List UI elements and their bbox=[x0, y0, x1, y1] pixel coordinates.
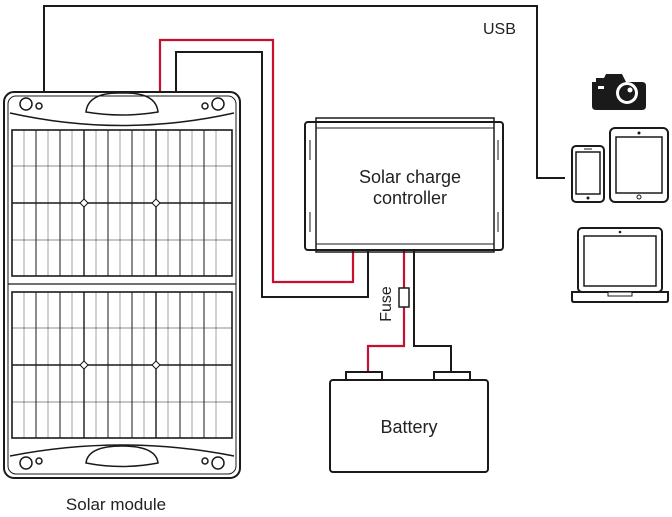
charge-controller bbox=[304, 117, 504, 253]
usb-label: USB bbox=[483, 21, 516, 38]
battery-body bbox=[329, 379, 489, 473]
controller-label-line2: controller bbox=[373, 188, 447, 208]
controller-body bbox=[304, 121, 504, 251]
battery-negative-terminal bbox=[433, 371, 471, 380]
panel-negative-wire bbox=[175, 51, 369, 298]
upper-solar-panel bbox=[11, 129, 233, 277]
battery-negative-wire bbox=[413, 251, 452, 373]
wiring bbox=[43, 5, 565, 374]
panel-positive-wire bbox=[158, 38, 355, 284]
battery-positive-terminal bbox=[345, 371, 383, 380]
laptop-icon bbox=[571, 227, 669, 303]
solar-module-label: Solar module bbox=[66, 495, 166, 514]
solar-module-frame bbox=[3, 91, 241, 479]
lower-solar-panel bbox=[11, 291, 233, 439]
battery-positive-wire-lower bbox=[366, 305, 406, 374]
usb-cable bbox=[43, 5, 565, 179]
fuse-label: Fuse bbox=[378, 286, 395, 322]
solar-module bbox=[3, 91, 241, 479]
camera-icon bbox=[592, 74, 646, 110]
top-handle bbox=[9, 92, 235, 127]
battery bbox=[329, 371, 489, 473]
controller-label-line1: Solar charge bbox=[359, 167, 461, 187]
fuse-element bbox=[398, 287, 410, 308]
smartphone-icon bbox=[571, 145, 605, 203]
bottom-handle bbox=[9, 444, 235, 470]
battery-label: Battery bbox=[380, 417, 437, 437]
tablet-icon bbox=[609, 127, 669, 203]
